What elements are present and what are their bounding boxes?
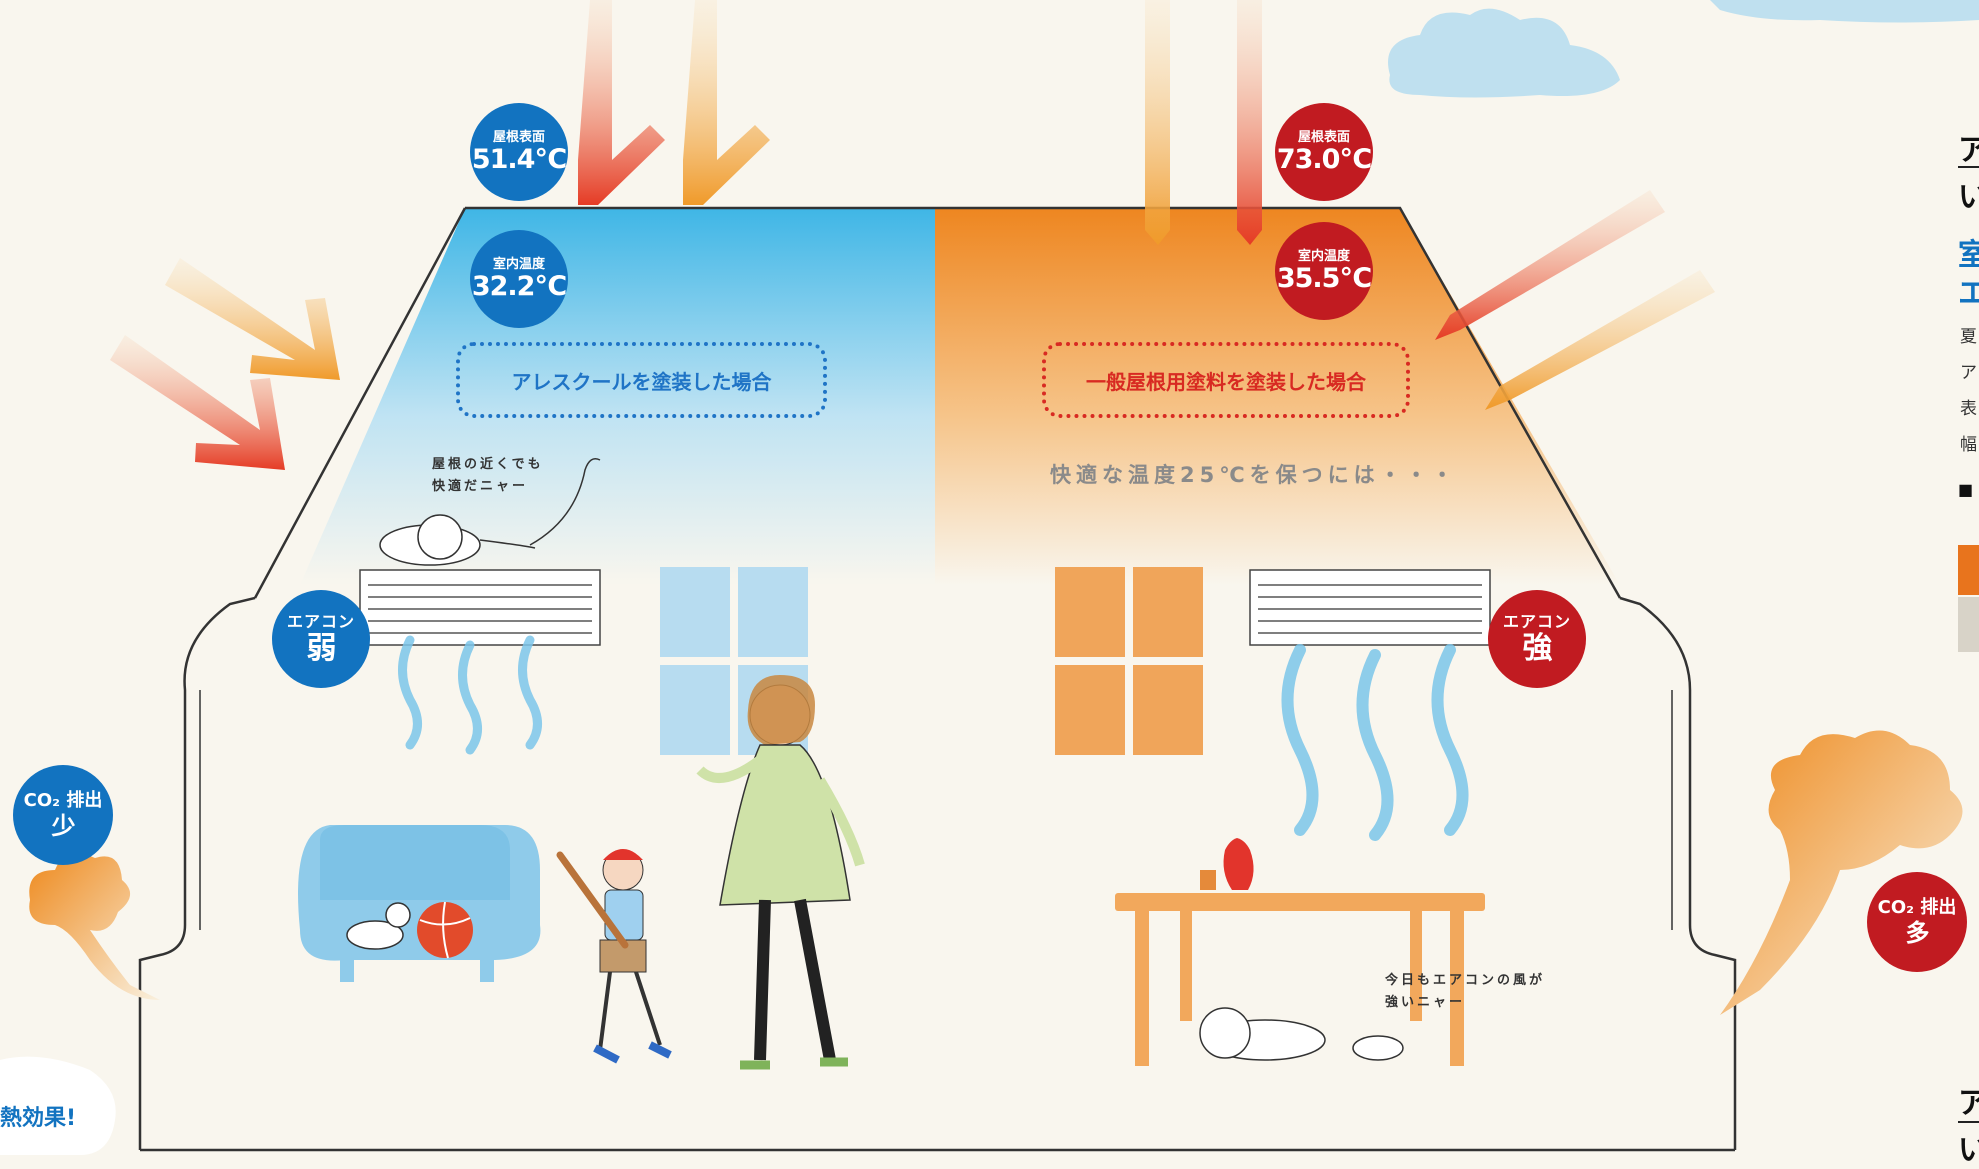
cloud-decoration [1388,8,1620,98]
right-ac-label: エアコン [1502,612,1571,631]
left-effect-text: 熱効果! [0,1106,77,1131]
left-case-label: アレスクールを塗装した場合 [511,369,772,394]
right-room-temp: 35.5℃ [1276,262,1372,294]
left-ac-label: エアコン [286,612,355,631]
rc-fragment: 表 [1960,399,1977,419]
left-cat-note-line1: 屋根の近くでも [432,457,544,472]
rc-fragment: ア [1958,1086,1979,1121]
rc-fragment: 夏 [1960,327,1977,347]
hot-roof-area [935,208,1620,585]
rc-fragment: ア [1960,363,1977,383]
co2-smoke-right [1720,730,1963,1015]
left-room-temp: 32.2℃ [471,270,567,302]
right-cat-note-line1: 今日もエアコンの風が [1385,973,1546,988]
left-co2-badge: CO₂ 排出 少 [13,765,113,865]
rc-fragment: ■ [1958,480,1974,499]
rc-fragment: い [1958,180,1979,215]
rc-fragment: 室 [1958,238,1979,273]
left-cat-note: 屋根の近くでも 快適だニャー [432,454,544,498]
left-cat-note-line2: 快適だニャー [432,479,529,494]
right-room-temp-badge: 室内温度 35.5℃ [1275,222,1373,320]
co2-smoke-left [29,853,161,1000]
right-cat-note-line2: 強いニャー [1385,995,1466,1010]
cool-roof-area [300,208,935,585]
right-roof-temp: 73.0℃ [1276,143,1372,175]
right-case-label: 一般屋根用塗料を塗装した場合 [1086,369,1366,394]
rc-fragment: い [1958,1133,1979,1168]
left-co2-label: CO₂ 排出 [23,790,103,811]
left-co2-level: 少 [51,812,76,840]
right-case-label-box: 一般屋根用塗料を塗装した場合 [1042,342,1410,418]
right-room-label: 室内温度 [1297,248,1350,264]
right-co2-badge: CO₂ 排出 多 [1867,872,1967,972]
left-ac-level: 弱 [306,631,337,666]
left-roof-label: 屋根表面 [492,129,545,145]
left-room-temp-badge: 室内温度 32.2℃ [470,230,568,328]
right-roof-label: 屋根表面 [1297,129,1350,145]
left-roof-temp-badge: 屋根表面 51.4℃ [470,103,568,201]
left-ac-badge: エアコン 弱 [272,590,370,688]
right-roof-temp-badge: 屋根表面 73.0℃ [1275,103,1373,201]
left-room-label: 室内温度 [492,256,545,272]
right-co2-level: 多 [1905,919,1930,947]
rc-fragment: ア [1958,133,1979,168]
right-ac-badge: エアコン 強 [1488,590,1586,688]
rc-fragment: エ [1958,276,1979,311]
rc-fragment: 幅 [1960,435,1977,455]
left-case-label-box: アレスクールを塗装した場合 [456,342,827,418]
left-roof-temp: 51.4℃ [471,143,567,175]
right-cat-note: 今日もエアコンの風が 強いニャー [1385,970,1545,1014]
right-ac-level: 強 [1522,631,1553,666]
right-comfort-text: 快適な温度25℃を保つには・・・ [1050,463,1458,487]
right-co2-label: CO₂ 排出 [1877,897,1957,918]
